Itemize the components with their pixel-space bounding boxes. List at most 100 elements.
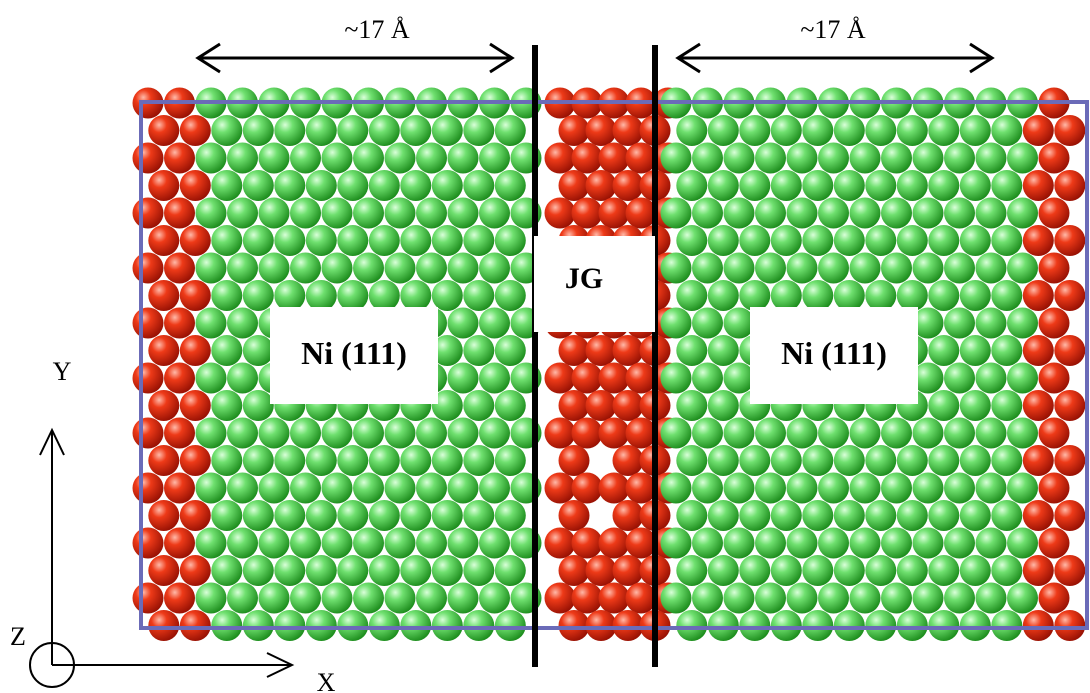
- green-atom: [692, 417, 723, 449]
- red-atom: [1054, 555, 1086, 586]
- green-atom: [494, 610, 526, 641]
- green-atom: [770, 225, 802, 256]
- green-atom: [912, 582, 944, 614]
- green-atom: [959, 555, 991, 586]
- green-atom: [494, 225, 526, 256]
- left-width-label: ~17 Å: [344, 15, 410, 44]
- green-atom: [447, 362, 479, 394]
- green-atom: [1007, 417, 1038, 449]
- green-atom: [274, 500, 306, 531]
- green-atom: [896, 115, 928, 146]
- red-atom: [179, 335, 211, 366]
- green-atom: [305, 280, 337, 311]
- green-atom: [849, 582, 881, 614]
- green-atom: [928, 610, 960, 641]
- red-atom: [164, 307, 195, 339]
- green-atom: [770, 445, 802, 476]
- green-atom: [959, 335, 991, 366]
- green-atom: [975, 142, 1007, 174]
- red-atom: [544, 362, 576, 394]
- green-atom: [211, 500, 243, 531]
- green-atom: [195, 582, 227, 614]
- green-atom: [353, 142, 384, 174]
- green-atom: [660, 307, 692, 339]
- green-atom: [337, 170, 369, 201]
- red-atom: [625, 472, 657, 504]
- green-atom: [660, 252, 692, 284]
- green-atom: [692, 362, 723, 394]
- red-atom: [585, 390, 617, 421]
- green-atom: [928, 445, 960, 476]
- red-atom: [558, 390, 590, 421]
- green-atom: [353, 582, 384, 614]
- green-atom: [211, 115, 243, 146]
- green-atom: [707, 500, 739, 531]
- green-atom: [400, 445, 432, 476]
- green-atom: [755, 527, 786, 559]
- green-atom: [447, 197, 479, 229]
- green-atom: [242, 280, 274, 311]
- green-atom: [227, 527, 258, 559]
- green-atom: [723, 417, 755, 449]
- green-atom: [290, 472, 321, 504]
- green-atom: [770, 610, 802, 641]
- green-atom: [353, 252, 384, 284]
- green-atom: [818, 527, 849, 559]
- green-atom: [290, 252, 321, 284]
- red-atom: [132, 362, 164, 394]
- green-atom: [959, 170, 991, 201]
- red-atom: [164, 252, 195, 284]
- red-atom: [132, 252, 164, 284]
- green-atom: [353, 527, 384, 559]
- red-atom: [164, 472, 195, 504]
- green-atom: [755, 472, 786, 504]
- simulation-cell-border: [139, 100, 1089, 630]
- green-atom: [865, 225, 897, 256]
- green-atom: [321, 472, 353, 504]
- green-atom: [431, 335, 463, 366]
- green-atom: [723, 527, 755, 559]
- green-atom: [660, 197, 692, 229]
- green-atom: [274, 170, 306, 201]
- green-atom: [818, 142, 849, 174]
- red-atom: [598, 142, 630, 174]
- green-atom: [242, 555, 274, 586]
- green-atom: [416, 582, 447, 614]
- green-atom: [818, 252, 849, 284]
- green-atom: [865, 280, 897, 311]
- green-atom: [770, 280, 802, 311]
- green-atom: [305, 170, 337, 201]
- green-atom: [802, 225, 834, 256]
- green-atom: [431, 280, 463, 311]
- red-atom: [1022, 225, 1054, 256]
- green-atom: [991, 555, 1023, 586]
- junction-label: JG: [565, 262, 603, 295]
- green-atom: [865, 170, 897, 201]
- green-atom: [723, 307, 755, 339]
- red-atom: [1054, 390, 1086, 421]
- green-atom: [707, 445, 739, 476]
- green-atom: [1007, 142, 1038, 174]
- green-atom: [786, 197, 818, 229]
- green-atom: [494, 115, 526, 146]
- green-atom: [991, 115, 1023, 146]
- red-atom: [585, 610, 617, 641]
- red-atom: [598, 527, 630, 559]
- green-atom: [755, 582, 786, 614]
- green-atom: [242, 115, 274, 146]
- green-atom: [416, 197, 447, 229]
- red-atom: [164, 527, 195, 559]
- red-atom: [625, 197, 657, 229]
- green-atom: [959, 225, 991, 256]
- green-atom: [755, 142, 786, 174]
- red-atom: [1022, 500, 1054, 531]
- green-atom: [676, 610, 708, 641]
- green-atom: [1007, 362, 1038, 394]
- green-atom: [676, 335, 708, 366]
- green-atom: [692, 527, 723, 559]
- green-atom: [1007, 472, 1038, 504]
- green-atom: [447, 582, 479, 614]
- green-atom: [849, 197, 881, 229]
- red-atom: [558, 445, 590, 476]
- red-atom: [1038, 582, 1070, 614]
